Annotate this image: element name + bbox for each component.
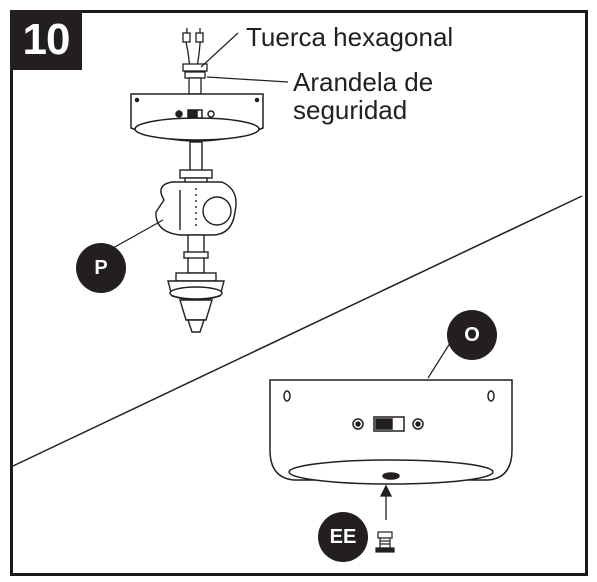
lock-washer-leader [206,76,289,83]
lock-washer-label-line2: seguridad [293,95,408,125]
callout-o-leader [427,339,453,379]
insert-arrow [379,484,393,520]
callout-p-leader [112,219,164,249]
callout-p: P [76,243,126,293]
lock-washer-label-line1: Arandela de [293,67,434,97]
top-canopy [130,93,264,142]
step-number-badge: 10 [10,10,82,70]
screw-ee [375,531,395,553]
section-divider [12,195,583,467]
downrod [155,141,237,274]
hex-nut-leader [200,32,239,68]
wires [182,27,204,69]
callout-o: O [447,310,497,360]
callout-ee: EE [318,512,368,562]
hex-nut-label: Tuerca hexagonal [246,22,454,52]
instruction-frame [10,10,588,576]
hex-nut [182,63,208,95]
hanger-ball [167,272,225,333]
bottom-canopy [269,379,513,485]
